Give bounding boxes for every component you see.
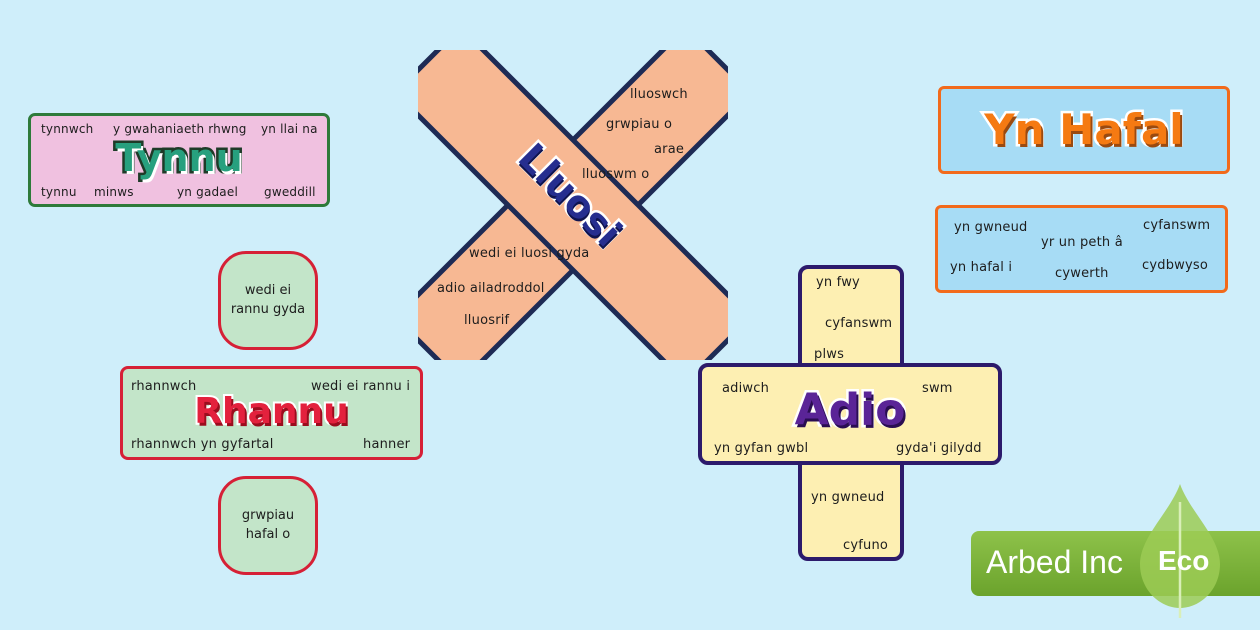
tynnu-card: tynnwch y gwahaniaeth rhwng yn llai na T… [28,113,330,207]
adio-word: cyfanswm [825,316,893,331]
rhannu-word: wedi ei rannu i [311,379,411,394]
rhannu-title: Rhannu [192,389,351,434]
rhannu-word: hanner [363,437,411,452]
tynnu-word: yn llai na [261,122,318,136]
lluosi-word: arae [654,142,685,157]
tynnu-word: tynnu [41,185,77,199]
rhannu-bubble-bottom: grwpiau hafal o [218,476,318,575]
lluosi-word: lluosrif [464,313,510,328]
rhannu-card: rhannwch wedi ei rannu i Rhannu rhannwch… [120,366,423,460]
hafal-word: cyfanswm [1143,218,1211,233]
adio-word: adiwch [722,381,770,396]
hafal-word: cywerth [1055,266,1109,281]
lluosi-word: lluoswm o [582,167,650,182]
tynnu-word: tynnwch [41,122,94,136]
adio-word: gyda'i gilydd [896,441,982,456]
lluosi-word: wedi ei luosi gyda [469,246,590,261]
hafal-title-card: Yn Hafal [938,86,1230,174]
hafal-word: yn hafal i [950,260,1013,275]
tynnu-title: Tynnu [113,134,245,183]
tynnu-word: minws [94,185,134,199]
rhannu-word: rhannwch [131,379,197,394]
adio-word: plws [814,347,845,362]
tynnu-word: gweddill [264,185,316,199]
adio-word: yn gwneud [811,490,885,505]
plus-shape [698,265,1002,561]
multiply-x-shape [418,50,728,360]
hafal-word: cydbwyso [1142,258,1208,273]
adio-word: cyfuno [843,538,889,553]
eco-badge: Eco [1158,545,1210,576]
hafal-word: yr un peth â [1041,235,1123,250]
lluosi-word: adio ailadroddol [437,281,545,296]
hafal-word: yn gwneud [954,220,1028,235]
rhannu-word: rhannwch yn gyfartal [131,437,274,452]
tynnu-word: yn gadael [177,185,238,199]
lluosi-word: lluoswch [630,87,688,102]
leaf-icon [1140,484,1220,618]
adio-word: swm [922,381,953,396]
logo-name: Arbed Inc [986,544,1123,580]
rhannu-bubble-top: wedi ei rannu gyda [218,251,318,350]
adio-word: yn fwy [816,275,860,290]
hafal-words-card: yn gwneud yr un peth â cyfanswm yn hafal… [935,205,1228,293]
hafal-title: Yn Hafal [982,103,1186,157]
lluosi-word: grwpiau o [606,117,673,132]
adio-word: yn gyfan gwbl [714,441,809,456]
tynnu-word: y gwahaniaeth rhwng [113,122,247,136]
adio-title: Adio [792,382,908,438]
